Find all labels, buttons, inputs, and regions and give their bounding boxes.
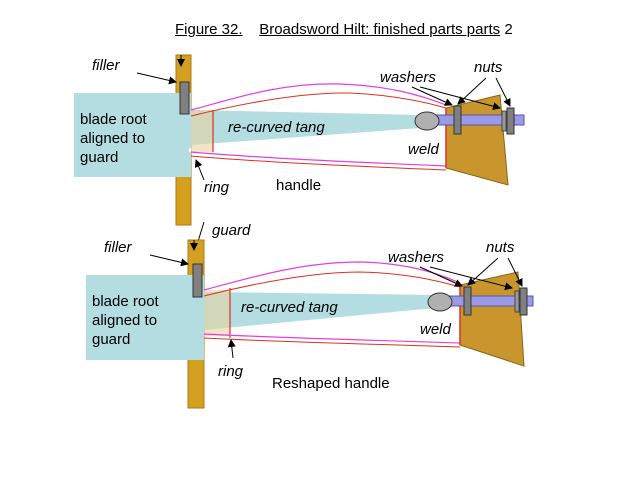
top-label-washers: washers xyxy=(380,69,436,86)
bottom-blade-root xyxy=(86,275,204,360)
top-label-handle: handle xyxy=(276,177,321,194)
top-blade-root xyxy=(74,93,191,177)
bottom-nut-right xyxy=(519,287,528,316)
bottom-label-ring: ring xyxy=(218,363,244,380)
bottom-label-tang: re-curved tang xyxy=(241,299,338,316)
top-hilt-assembly xyxy=(74,54,525,226)
label-guard: guard xyxy=(212,222,251,239)
bottom-label-weld: weld xyxy=(420,321,452,338)
bottom-label-blade-3: guard xyxy=(92,331,130,348)
figure-title: Figure 32. Broadsword Hilt: finished par… xyxy=(175,21,513,38)
bottom-label-washers: washers xyxy=(388,249,444,266)
top-ring xyxy=(191,110,213,152)
figure-number: Figure 32. xyxy=(175,21,243,38)
top-tang xyxy=(191,110,420,145)
top-label-blade-3: guard xyxy=(80,149,118,166)
top-handle-outline xyxy=(190,83,447,111)
bottom-filler xyxy=(192,263,203,298)
top-label-nuts: nuts xyxy=(474,59,503,76)
bottom-label-filler: filler xyxy=(104,239,133,256)
bottom-label-blade-2: aligned to xyxy=(92,312,157,329)
bottom-washer-left xyxy=(463,286,472,316)
top-label-ring: ring xyxy=(204,179,230,196)
top-nut-right xyxy=(506,107,515,135)
figure-title-suffix: 2 xyxy=(504,21,513,38)
bottom-hilt-assembly xyxy=(86,239,534,409)
bottom-label-nuts: nuts xyxy=(486,239,515,256)
top-label-blade-2: aligned to xyxy=(80,130,145,147)
bottom-label-blade-1: blade root xyxy=(92,293,160,310)
top-tang-end xyxy=(414,111,440,131)
top-label-filler: filler xyxy=(92,57,121,74)
bottom-ring xyxy=(204,290,230,336)
figure-title-text: Broadsword Hilt: finished parts parts xyxy=(259,21,501,38)
bottom-handle-outline xyxy=(203,261,461,291)
bottom-tang-end xyxy=(427,292,453,312)
bottom-tang xyxy=(204,292,435,330)
top-washer-left xyxy=(453,105,462,135)
bottom-pommel xyxy=(459,271,525,367)
bottom-label-handle: Reshaped handle xyxy=(272,375,390,392)
top-filler xyxy=(179,81,190,115)
top-label-blade-1: blade root xyxy=(80,111,148,128)
top-label-tang: re-curved tang xyxy=(228,119,325,136)
top-label-weld: weld xyxy=(408,141,440,158)
